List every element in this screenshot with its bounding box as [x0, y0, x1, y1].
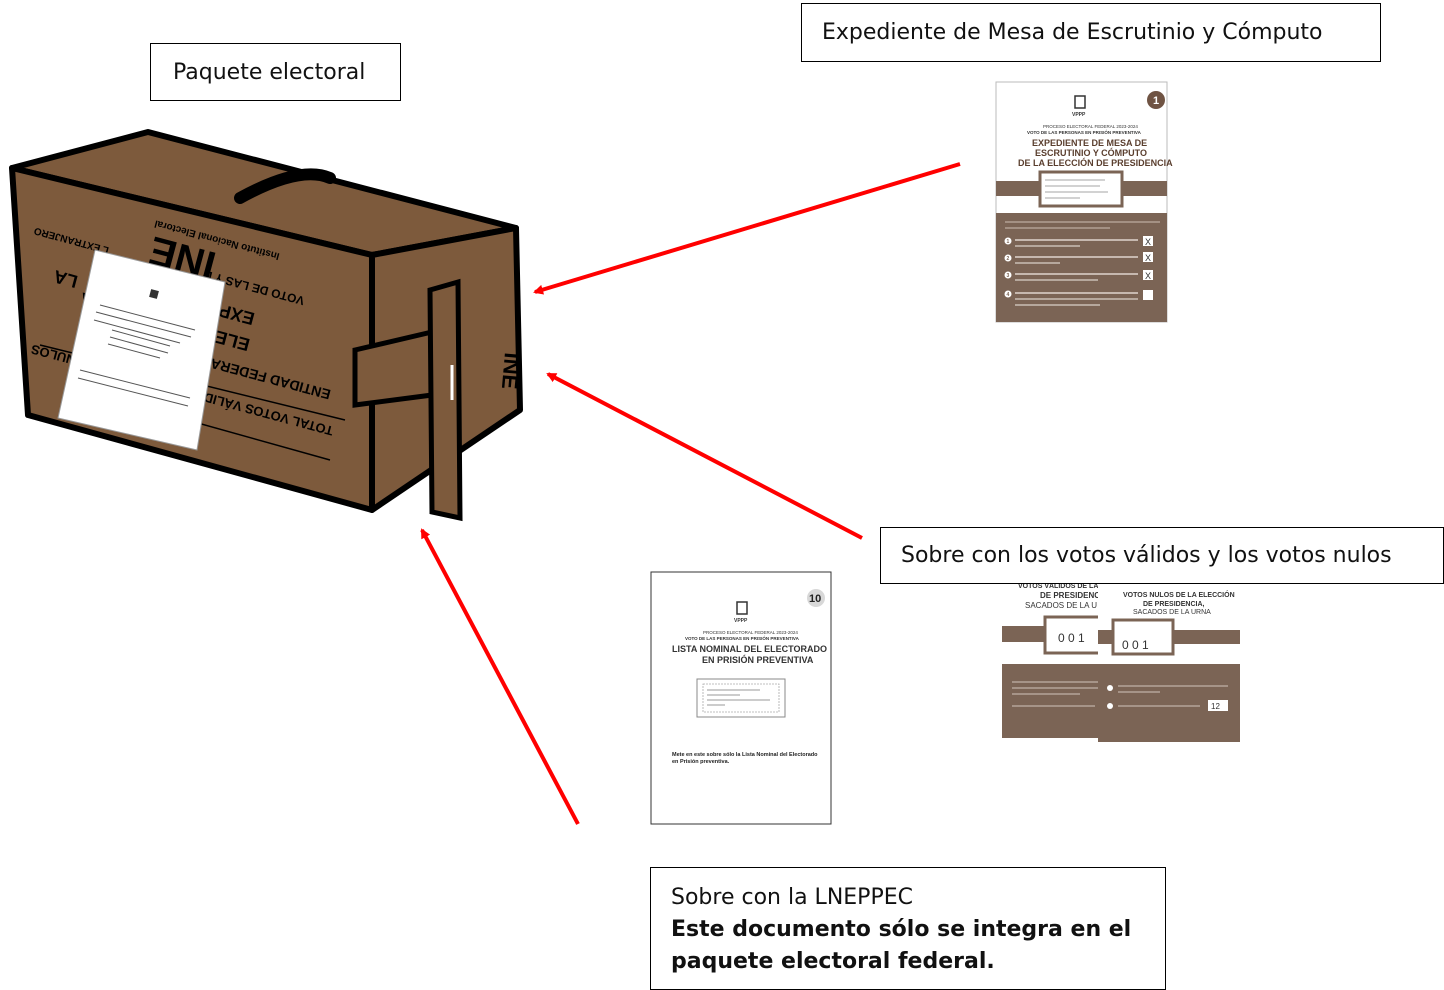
arrow-sobre-lista [420, 528, 580, 825]
attached-paper [57, 249, 226, 451]
votos-right-counter: 0 0 1 [1122, 638, 1149, 652]
expediente-document: 1 VPPP PROCESO ELECTORAL FEDERAL 2023-20… [995, 81, 1173, 323]
label-sobre-votos: Sobre con los votos válidos y los votos … [880, 527, 1444, 584]
votos-right-title-3: SACADOS DE LA URNA [1133, 609, 1211, 616]
expediente-item-1: 1 X [1004, 236, 1153, 247]
box-side-logo-text: INE [497, 352, 525, 391]
expediente-item-1-mark: X [1145, 237, 1151, 247]
label-sobre-lista-line2: Este documento sólo se integra en el paq… [671, 917, 1132, 974]
arrow-expediente [533, 162, 961, 295]
lista-process: PROCESO ELECTORAL FEDERAL 2023-2024 [703, 630, 798, 635]
lista-instruction: Mete en este sobre sólo la Lista Nominal… [672, 752, 818, 765]
expediente-item-1-number: 1 [1007, 239, 1010, 245]
lista-subtitle: VOTO DE LAS PERSONAS EN PRISIÓN PREVENTI… [685, 634, 800, 641]
expediente-subtitle: VOTO DE LAS PERSONAS EN PRISIÓN PREVENTI… [1027, 128, 1142, 135]
expediente-process: PROCESO ELECTORAL FEDERAL 2023-2024 [1043, 124, 1138, 129]
box-side-logo: INE [497, 352, 525, 391]
expediente-title-2: ESCRUTINIO Y CÓMPUTO [1035, 147, 1147, 158]
lista-vppp: VPPP [734, 618, 748, 624]
votos-nulos-document: VOTOS NULOS DE LA ELECCIÓN DE PRESIDENCI… [1098, 586, 1240, 742]
expediente-vppp: VPPP [1072, 112, 1086, 118]
votos-left-title-1: VOTOS VÁLIDOS DE LA [1018, 581, 1098, 590]
expediente-number: 1 [1153, 95, 1159, 107]
label-sobre-lista-line1: Sobre con la LNEPPEC [671, 885, 913, 910]
lista-number: 10 [809, 593, 821, 605]
label-sobre-lista: Sobre con la LNEPPEC Este documento sólo… [650, 867, 1166, 990]
expediente-item-3-number: 3 [1007, 273, 1010, 279]
expediente-title-1: EXPEDIENTE DE MESA DE [1032, 138, 1147, 148]
expediente-item-3-mark: X [1145, 271, 1151, 281]
lista-title-1: LISTA NOMINAL DEL ELECTORADO [672, 644, 827, 654]
label-paquete-electoral: Paquete electoral [150, 43, 401, 101]
votos-right-title-2: DE PRESIDENCIA, [1143, 601, 1205, 608]
expediente-item-4-number: 4 [1007, 292, 1010, 298]
label-expediente: Expediente de Mesa de Escrutinio y Cómpu… [801, 3, 1381, 62]
expediente-item-2: 2 X [1004, 252, 1153, 264]
label-expediente-text: Expediente de Mesa de Escrutinio y Cómpu… [822, 20, 1323, 45]
expediente-item-2-mark: X [1145, 253, 1151, 263]
label-sobre-votos-text: Sobre con los votos válidos y los votos … [901, 543, 1392, 568]
label-paquete-text: Paquete electoral [173, 60, 366, 85]
expediente-title-3: DE LA ELECCIÓN DE PRESIDENCIA [1018, 157, 1173, 168]
expediente-item-2-number: 2 [1007, 256, 1010, 262]
votos-left-counter: 0 0 1 [1058, 631, 1085, 645]
votos-right-field: 12 [1211, 702, 1220, 711]
votos-right-title-1: VOTOS NULOS DE LA ELECCIÓN [1123, 590, 1235, 599]
lista-title-2: EN PRISIÓN PREVENTIVA [702, 654, 814, 665]
expediente-item-4: 4 [1004, 290, 1153, 306]
arrow-sobre-votos [546, 372, 863, 540]
lista-nominal-document: 10 VPPP PROCESO ELECTORAL FEDERAL 2023-2… [650, 571, 832, 825]
votos-left-title-3: SACADOS DE LA U [1025, 601, 1097, 610]
votos-left-title-2: DE PRESIDENCIA, [1040, 591, 1110, 600]
expediente-item-3: 3 X [1004, 270, 1153, 281]
